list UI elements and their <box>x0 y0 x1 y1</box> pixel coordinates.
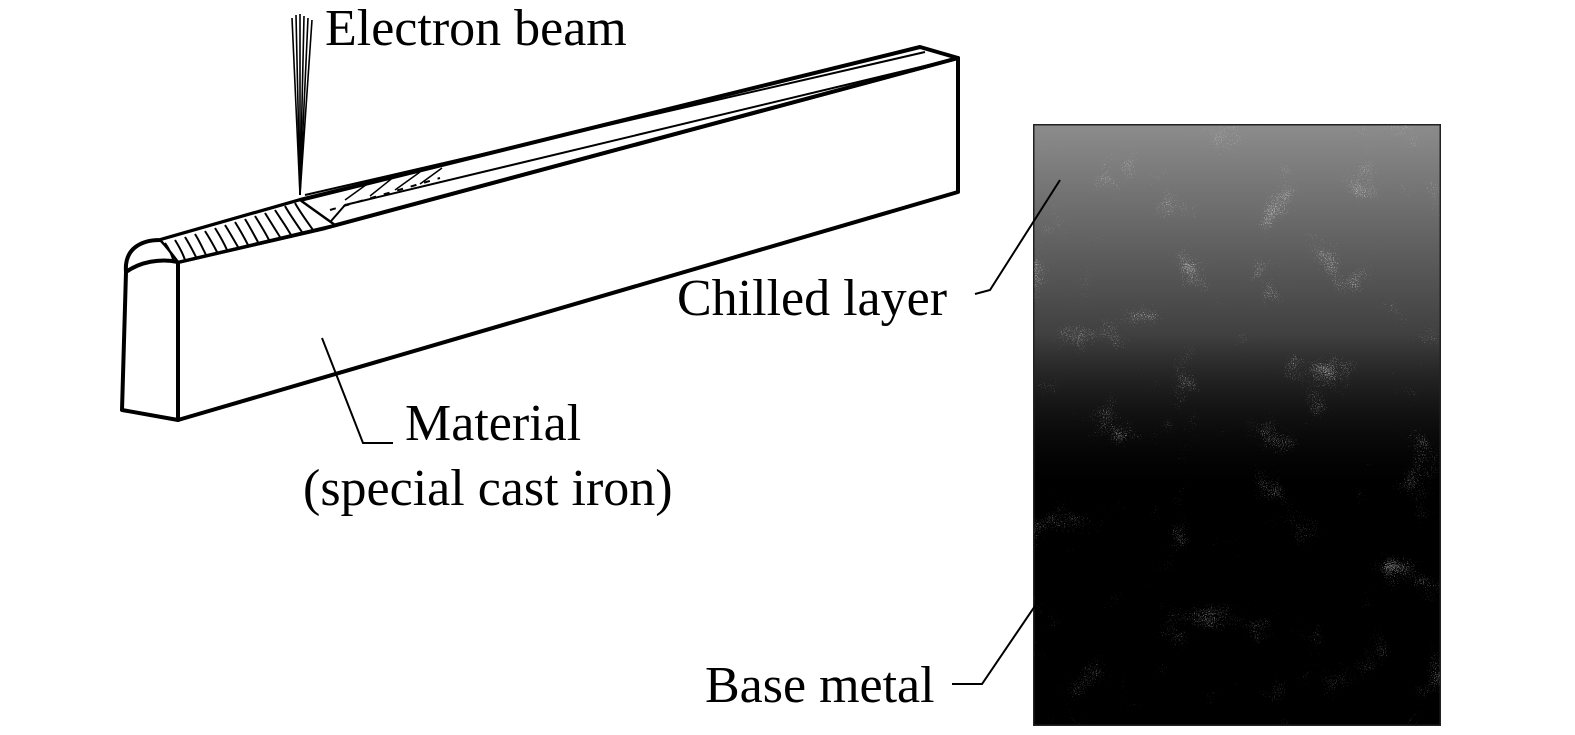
material-sublabel: (special cast iron) <box>303 460 673 517</box>
bar-rounded-end <box>120 251 180 422</box>
bar-top-face <box>123 45 960 274</box>
material-leader-line <box>321 337 393 444</box>
base-metal-leader-line <box>952 574 1057 685</box>
hardened-track <box>157 167 443 264</box>
micrograph <box>1033 124 1441 726</box>
chilled-layer-leader-line <box>974 179 1061 295</box>
chilled-layer-label: Chilled layer <box>677 270 947 327</box>
bar-front-face <box>176 56 960 422</box>
base-metal-label: Base metal <box>705 657 935 714</box>
electron-beam-label: Electron beam <box>325 0 627 57</box>
material-label: Material <box>405 395 581 452</box>
electron-beam <box>291 14 313 196</box>
